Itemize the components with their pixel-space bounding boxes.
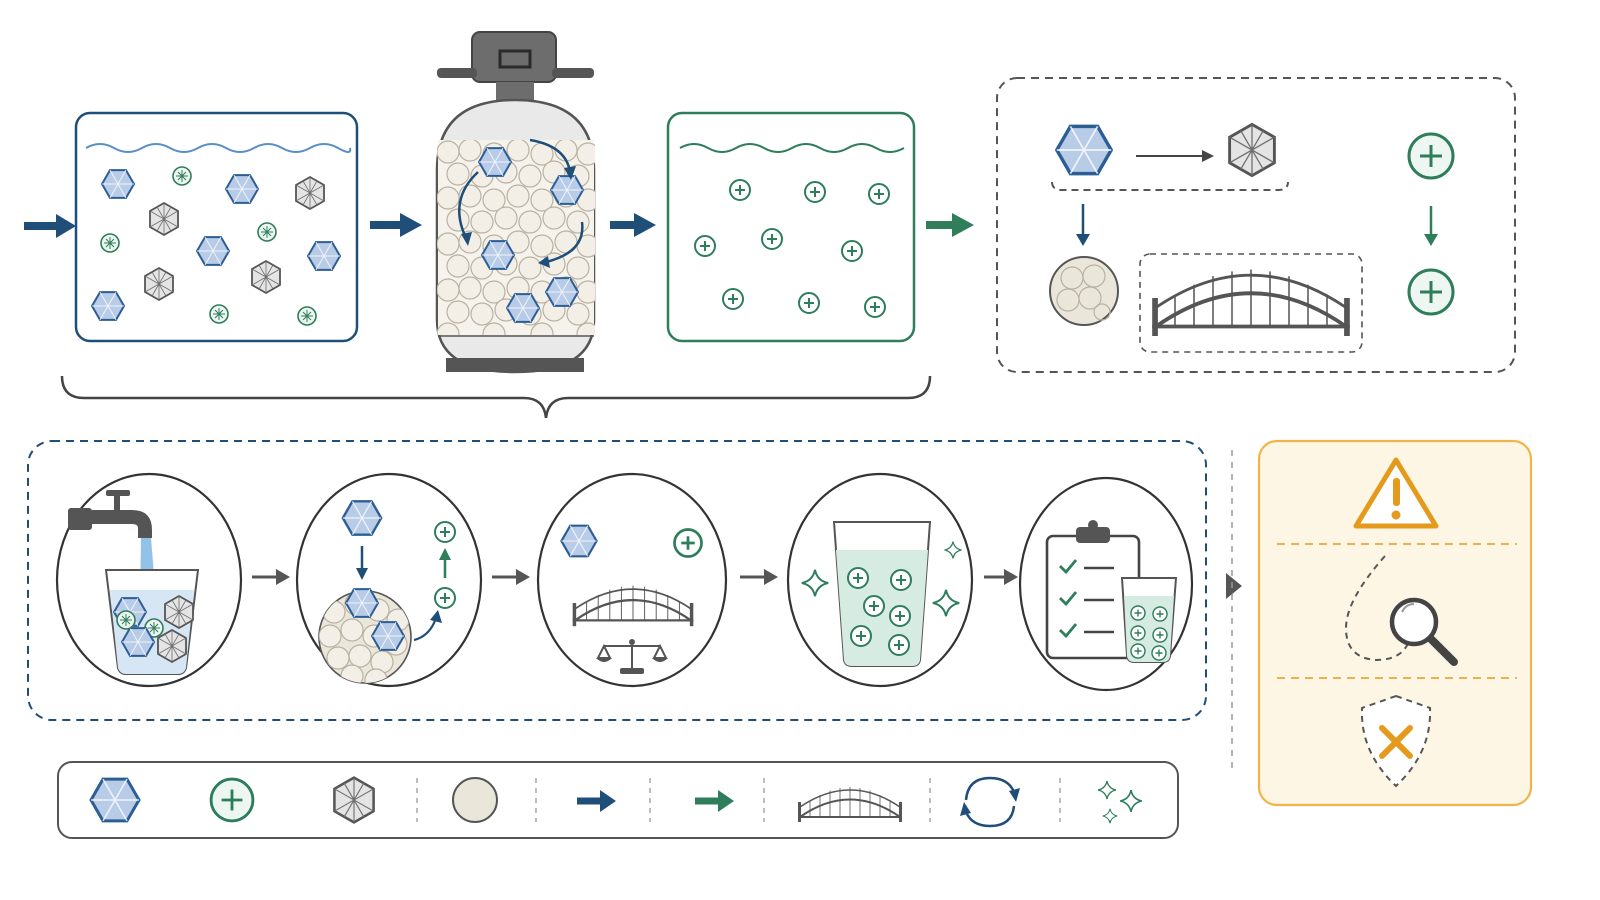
step-arrow-icon <box>492 569 530 585</box>
shield-x-icon <box>1360 694 1432 788</box>
step-soft-water <box>786 472 974 688</box>
mechanism-panel <box>996 77 1516 373</box>
hexagon-ion-icon <box>89 777 141 823</box>
flow-arrow-icon <box>610 213 656 237</box>
step-ion-exchange <box>295 472 483 688</box>
flow-arrow-icon <box>370 213 422 237</box>
raw-water-box <box>74 111 359 343</box>
blue-arrow-icon <box>577 790 616 812</box>
plus-ion-icon <box>1407 268 1455 316</box>
group-brace <box>60 375 932 419</box>
steps-panel <box>27 440 1207 721</box>
plus-ion-icon <box>209 777 255 823</box>
green-arrow-icon <box>926 213 974 237</box>
treated-water-box <box>666 111 916 343</box>
plus-ion-icon <box>1407 132 1455 180</box>
step-arrow-icon <box>252 569 290 585</box>
step-arrow-icon <box>740 569 778 585</box>
resin-bead-icon <box>1049 256 1119 326</box>
triangle-pointer-icon <box>1226 573 1242 599</box>
drop-magnifier-icon <box>1344 555 1458 666</box>
step-quality-check <box>1018 476 1194 692</box>
cycle-arrows-icon <box>960 776 1020 828</box>
warning-panel <box>1257 439 1533 807</box>
step-arrow-icon <box>984 569 1018 585</box>
resin-bead-icon <box>452 777 498 823</box>
polyhedron-ion-icon <box>333 776 375 824</box>
inlet-arrow-icon <box>24 214 76 238</box>
warning-triangle-icon <box>1353 457 1439 529</box>
resin-tank <box>435 31 596 374</box>
step-charge-balance <box>536 472 728 688</box>
green-arrow-icon <box>695 790 734 812</box>
legend-bar <box>57 761 1179 839</box>
step-tap-water <box>55 472 243 688</box>
